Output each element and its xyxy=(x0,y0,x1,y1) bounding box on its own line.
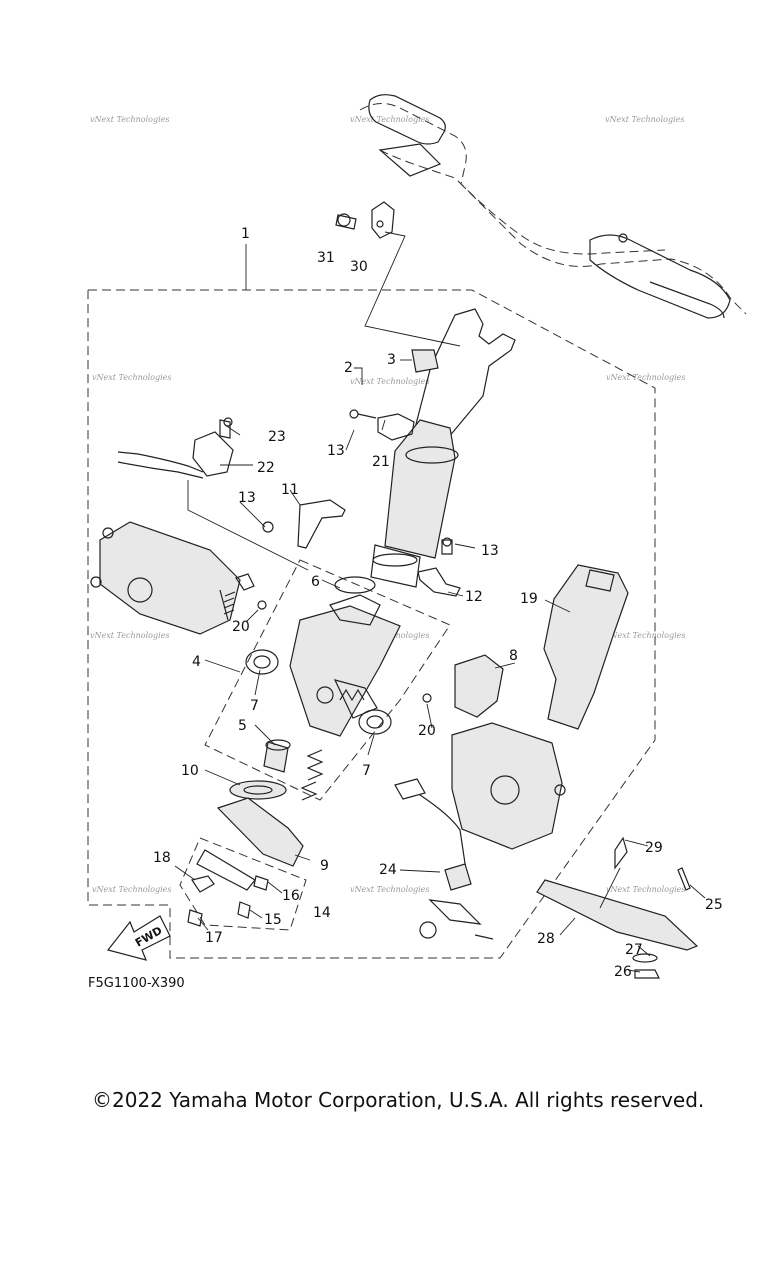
callout-31: 31 xyxy=(317,250,335,266)
watermark: vNext Technologies xyxy=(606,885,685,894)
callout-10: 10 xyxy=(181,763,199,779)
callout-13c: 13 xyxy=(481,543,499,559)
lever-9 xyxy=(191,797,304,893)
callout-24: 24 xyxy=(379,862,397,878)
watermarks: vNext Technologies vNext Technologies vN… xyxy=(90,115,685,894)
column-housing xyxy=(289,576,401,737)
cover-19 xyxy=(543,564,629,730)
callout-20a: 20 xyxy=(232,619,250,635)
bushings xyxy=(229,600,432,800)
callout-23: 23 xyxy=(268,429,286,445)
bracket-21 xyxy=(349,409,415,441)
callout-28: 28 xyxy=(537,931,555,947)
callout-15: 15 xyxy=(264,912,282,928)
copyright-notice: ©2022 Yamaha Motor Corporation, U.S.A. A… xyxy=(92,1088,705,1112)
sensor-24 xyxy=(419,863,494,940)
callout-7b: 7 xyxy=(362,763,371,779)
callout-3: 3 xyxy=(387,352,396,368)
callout-8: 8 xyxy=(509,648,518,664)
steering-column xyxy=(370,308,516,588)
clamp-and-bolt xyxy=(335,201,461,347)
assembly-boundary xyxy=(87,289,656,959)
callout-6: 6 xyxy=(311,574,320,590)
watermark: vNext Technologies xyxy=(606,373,685,382)
plate-28 xyxy=(536,836,699,979)
leader-lines xyxy=(174,244,706,973)
callout-19: 19 xyxy=(520,591,538,607)
watermark: vNext Technologies xyxy=(90,115,169,124)
callout-12: 12 xyxy=(465,589,483,605)
bracket-11 xyxy=(262,499,346,549)
handlebar xyxy=(359,94,747,319)
callout-16: 16 xyxy=(282,888,300,904)
callout-26: 26 xyxy=(614,964,632,980)
callout-1: 1 xyxy=(241,226,250,242)
watermark: vNext Technologies xyxy=(350,885,429,894)
callout-27: 27 xyxy=(625,942,643,958)
watermark: vNext Technologies xyxy=(92,373,171,382)
drawing-code: F5G1100-X390 xyxy=(88,976,185,991)
callout-20b: 20 xyxy=(418,723,436,739)
callout-22: 22 xyxy=(257,460,275,476)
watermark: vNext Technologies xyxy=(90,631,169,640)
callout-14: 14 xyxy=(313,905,331,921)
callout-9: 9 xyxy=(320,858,329,874)
callout-21: 21 xyxy=(372,454,390,470)
callout-2: 2 xyxy=(344,360,353,376)
callout-7: 7 xyxy=(250,698,259,714)
watermark: vNext Technologies xyxy=(606,631,685,640)
component-8 xyxy=(454,654,504,718)
switch-22 xyxy=(117,417,309,571)
watermark: vNext Technologies xyxy=(350,377,429,386)
callouts: 1 2 3 4 5 6 7 7 8 9 10 11 12 13 13 13 14… xyxy=(153,226,723,980)
callout-29: 29 xyxy=(645,840,663,856)
left-cover xyxy=(90,521,255,635)
callout-11: 11 xyxy=(281,482,299,498)
clip-12 xyxy=(417,537,461,597)
cap xyxy=(411,349,439,373)
right-housing xyxy=(394,722,566,871)
watermark: vNext Technologies xyxy=(605,115,684,124)
watermark: vNext Technologies xyxy=(350,115,429,124)
small-bolts xyxy=(187,875,269,927)
springs xyxy=(300,749,324,801)
callout-18: 18 xyxy=(153,850,171,866)
callout-25: 25 xyxy=(705,897,723,913)
callout-5: 5 xyxy=(238,718,247,734)
callout-17: 17 xyxy=(205,930,223,946)
parts-diagram: vNext Technologies vNext Technologies vN… xyxy=(87,94,747,980)
callout-13b: 13 xyxy=(238,490,256,506)
watermark: vNext Technologies xyxy=(92,885,171,894)
callout-13a: 13 xyxy=(327,443,345,459)
callout-30: 30 xyxy=(350,259,368,275)
fwd-arrow-icon: FWD xyxy=(106,915,171,961)
callout-4: 4 xyxy=(192,654,201,670)
